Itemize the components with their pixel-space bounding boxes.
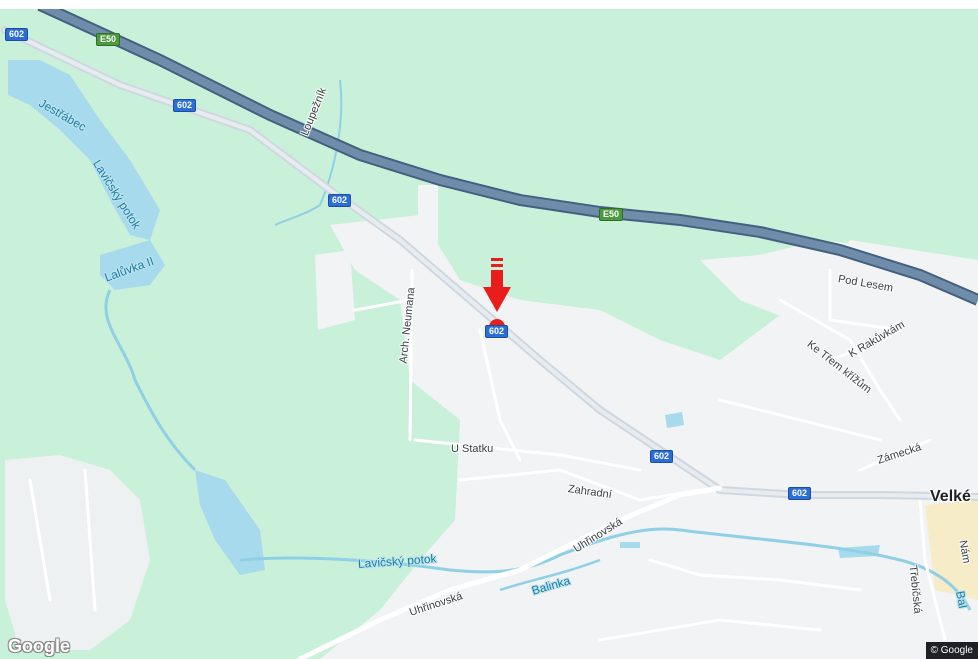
pond-jestrabec (8, 60, 160, 240)
pond-south (195, 470, 265, 575)
pond-small (665, 412, 684, 428)
street-label-u-statku: U Statku (451, 443, 494, 455)
stream-lavicsky-potok (104, 289, 197, 472)
motorway-e50-shield: E50 (96, 33, 121, 46)
urban-patch-2 (418, 185, 438, 255)
urban-area-west (5, 455, 150, 650)
minor-streets (28, 268, 952, 659)
road-602-shield: 602 (788, 487, 812, 500)
top-strip (0, 0, 978, 9)
stream-north (274, 79, 343, 226)
motorway-e50 (38, 1, 978, 304)
road-602-shield: 602 (650, 450, 674, 463)
motorway-e50-shield: E50 (599, 208, 624, 221)
stream-lavicsky-potok-south (239, 527, 972, 611)
road-602-shield: 602 (173, 99, 197, 112)
google-logo: Google (8, 636, 70, 656)
pond-laluvka (100, 240, 165, 290)
copyright-notice[interactable]: © Google (925, 642, 978, 659)
road-602-shield: 602 (5, 28, 29, 41)
urban-patch (315, 250, 355, 330)
road-602-shield: 602 (328, 194, 352, 207)
pond-tiny (620, 542, 640, 548)
stream-label-bal: Bal (953, 589, 970, 610)
road-602-shield: 602 (485, 325, 509, 338)
town-label-velke: Velké (930, 488, 971, 505)
stream-balinka (499, 558, 601, 592)
urban-area-main (320, 215, 978, 659)
road-uhrinovska[interactable] (297, 485, 723, 659)
